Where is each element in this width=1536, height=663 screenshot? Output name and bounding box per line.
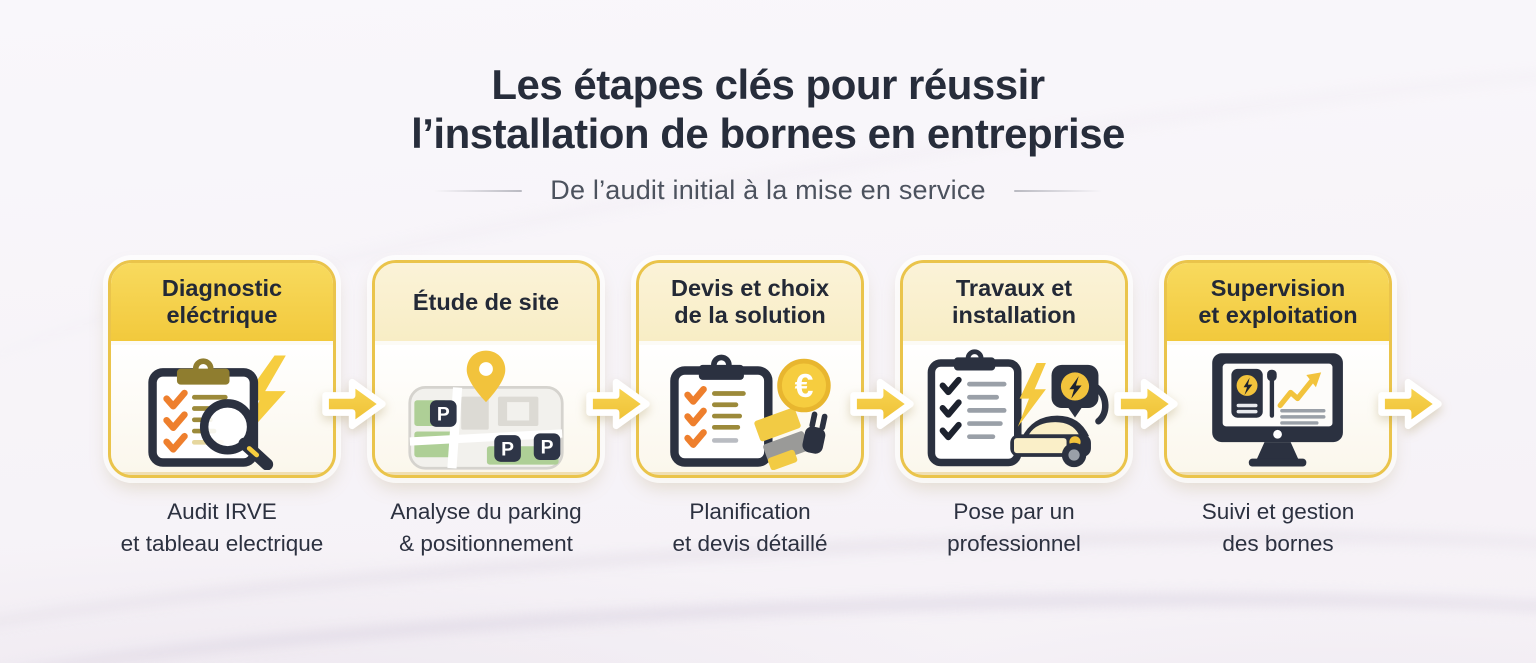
step-diagnostic-electrique: Diagnostic eléctrique xyxy=(108,260,336,560)
page-subtitle: De l’audit initial à la mise en service xyxy=(550,175,986,206)
step-devis-et-choix: Devis et choix de la solution xyxy=(636,260,864,560)
svg-text:P: P xyxy=(541,437,554,458)
step-card: Étude de site xyxy=(372,260,600,479)
step-card: Diagnostic eléctrique xyxy=(108,260,336,479)
step-card: Supervision et exploitation xyxy=(1164,260,1392,479)
parking-pin: P xyxy=(533,433,561,460)
subtitle-row: De l’audit initial à la mise en service xyxy=(0,175,1536,206)
clipboard-audit-magnifier-icon xyxy=(148,355,286,470)
step-caption: Planification et devis détaillé xyxy=(672,499,828,557)
step-caption: Audit IRVE et tableau electrique xyxy=(120,499,324,557)
subtitle-divider-right xyxy=(1013,189,1102,192)
quote-euro-plug-icon: € xyxy=(670,354,831,470)
arrow-right-icon xyxy=(846,372,918,436)
step-etude-de-site: Étude de site xyxy=(372,260,600,560)
parking-pin: P xyxy=(494,434,521,462)
step-supervision-exploitation: Supervision et exploitation xyxy=(1164,260,1392,560)
step-icon-wrap xyxy=(903,345,1125,473)
header-block: Les étapes clés pour réussir l’installat… xyxy=(0,0,1536,206)
svg-text:€: € xyxy=(795,367,814,405)
parking-pin: P xyxy=(429,400,457,427)
step-caption: Pose par un professionnel xyxy=(947,499,1081,557)
step-title: Devis et choix de la solution xyxy=(639,263,861,346)
arrow-right-icon xyxy=(318,372,390,436)
step-icon-wrap xyxy=(111,345,333,473)
step-title: Étude de site xyxy=(375,263,597,346)
step-caption: Analyse du parking & positionnement xyxy=(390,499,582,557)
step-icon-wrap: € xyxy=(639,345,861,473)
car-charger-install-icon xyxy=(927,349,1109,467)
step-card: Travaux et installation xyxy=(900,260,1128,479)
svg-text:P: P xyxy=(437,404,450,425)
step-title: Travaux et installation xyxy=(903,263,1125,346)
supervision-monitor-icon xyxy=(1212,352,1343,467)
arrow-right-icon xyxy=(582,372,654,436)
parking-map-pins-icon: P P P xyxy=(408,350,564,470)
step-icon-wrap xyxy=(1167,345,1389,473)
step-card: Devis et choix de la solution xyxy=(636,260,864,479)
step-travaux-installation: Travaux et installation xyxy=(900,260,1128,560)
steps-flow: Diagnostic eléctrique xyxy=(0,260,1536,560)
background-wave xyxy=(0,566,1536,663)
step-caption: Suivi et gestion des bornes xyxy=(1201,499,1355,557)
step-title: Diagnostic eléctrique xyxy=(111,263,333,346)
svg-text:P: P xyxy=(501,439,514,460)
arrow-right-icon xyxy=(1374,372,1446,436)
step-title: Supervision et exploitation xyxy=(1167,263,1389,346)
subtitle-divider-left xyxy=(434,189,523,192)
arrow-right-icon xyxy=(1110,372,1182,436)
plug-shape xyxy=(802,411,828,454)
step-icon-wrap: P P P xyxy=(375,345,597,473)
page-title: Les étapes clés pour réussir l’installat… xyxy=(411,61,1125,158)
